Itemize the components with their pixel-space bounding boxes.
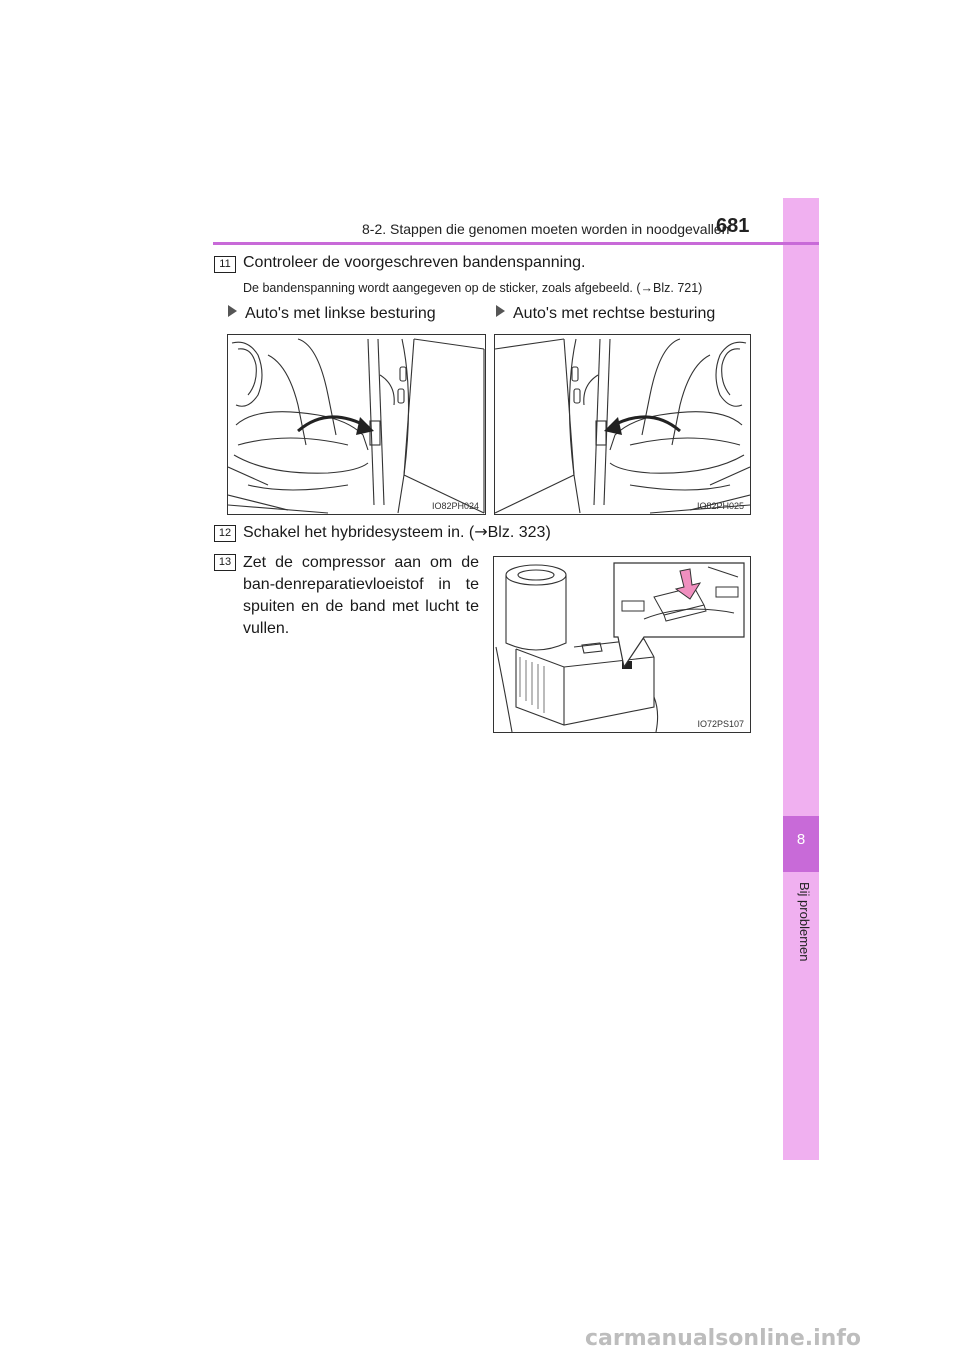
arrow-icon: → bbox=[474, 522, 488, 541]
step-12-text: Schakel het hybridesysteem in. (→Blz. 32… bbox=[243, 522, 551, 541]
figure-code-right: IO82PH025 bbox=[696, 501, 744, 511]
variant-left-hand-drive: Auto's met linkse besturing bbox=[228, 305, 436, 323]
figure-code-left: IO82PH024 bbox=[431, 501, 479, 511]
figure-code-compressor: IO72PS107 bbox=[697, 719, 744, 729]
watermark: carmanualsonline.info bbox=[585, 1326, 861, 1351]
door-pillar-illustration-right bbox=[495, 338, 750, 514]
chapter-side-tab bbox=[783, 198, 819, 1160]
step-11-note: De bandenspanning wordt aangegeven op de… bbox=[243, 281, 703, 295]
step-number-13: 13 bbox=[214, 554, 236, 571]
compressor-illustration bbox=[495, 562, 745, 732]
figure-compressor: IO72PS107 bbox=[493, 556, 751, 733]
step-11-text: Controleer de voorgeschreven bandenspann… bbox=[243, 254, 586, 271]
figure-right-hand-drive: IO82PH025 bbox=[494, 334, 751, 515]
triangle-bullet-icon bbox=[496, 305, 505, 317]
header-divider bbox=[213, 242, 819, 245]
step-13-text: Zet de compressor aan om de ban-denrepar… bbox=[243, 554, 479, 637]
variant-right-hand-drive: Auto's met rechtse besturing bbox=[496, 305, 715, 323]
step-number-11: 11 bbox=[214, 256, 236, 273]
step-number-12: 12 bbox=[214, 525, 236, 542]
triangle-bullet-icon bbox=[228, 305, 237, 317]
figure-left-hand-drive: IO82PH024 bbox=[227, 334, 486, 515]
section-title: 8-2. Stappen die genomen moeten worden i… bbox=[362, 221, 730, 237]
chapter-number: 8 bbox=[783, 816, 819, 872]
arrow-icon: → bbox=[640, 281, 654, 295]
door-pillar-illustration-left bbox=[228, 338, 485, 514]
page-number: 681 bbox=[716, 215, 750, 237]
chapter-label: Bij problemen bbox=[797, 882, 812, 962]
